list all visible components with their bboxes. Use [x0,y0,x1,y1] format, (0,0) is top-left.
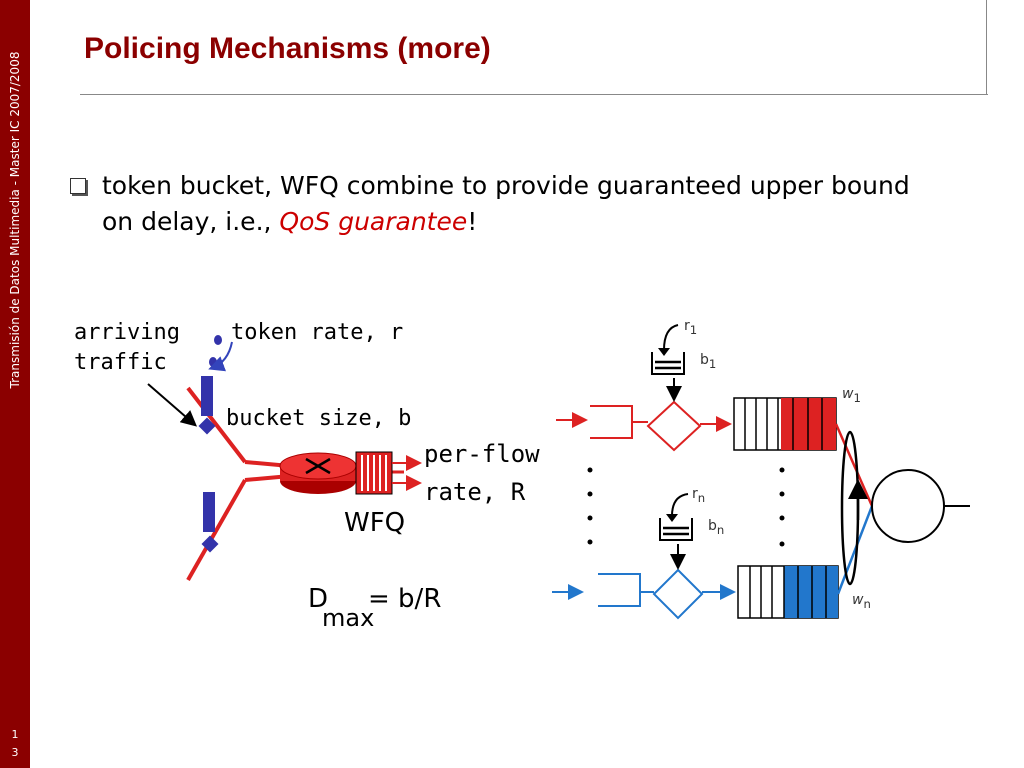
right-wfq-diagram [552,324,970,620]
rn-label: rn [692,486,705,505]
page-number-digit-2: 3 [11,746,19,759]
sidebar: Transmisión de Datos Multimedia - Master… [0,0,30,768]
flow1-input-buffer-icon [590,405,633,439]
token-arrowhead-r1-icon [658,348,670,356]
b1-subscript: 1 [708,356,717,371]
w1-letter: w [842,386,854,402]
token-arrowhead-rn-icon [666,514,678,522]
rate-R-label: rate, R [424,478,526,506]
r1-subscript: 1 [689,322,698,337]
token-arrow-r1-icon [663,324,679,351]
bullet-text-end: ! [467,207,478,236]
title-divider [80,94,988,95]
flown-regulator-diamond-icon [652,568,704,620]
wfq-queue-slots [361,455,387,491]
queuen-fill [784,566,838,618]
arriving-traffic-arrow-icon [147,383,198,427]
bn-label: bn [708,518,724,537]
w1-label: w1 [842,386,861,405]
flows-ellipsis-dots [587,467,593,545]
router-cross-icon [305,457,331,475]
bucket1-icon [651,352,685,375]
upper-regulator-diamond-icon [198,417,216,435]
wn-subscript: n [863,596,871,611]
queue1-slots [744,398,823,450]
lower-traffic-line [186,479,247,581]
wfq-label: WFQ [344,508,406,538]
bullet-text: token bucket, WFQ combine to provide gua… [102,168,942,240]
rn-subscript: n [697,490,706,505]
flow1-regulator-diamond-icon [646,400,702,452]
w1-subscript: 1 [853,390,861,405]
token-icon [214,335,222,345]
token-rate-label: token rate, r [231,320,404,345]
page-number-digit-1: 1 [11,728,19,741]
server-icon [871,469,945,543]
arriving-traffic-line2: traffic [74,350,167,375]
arriving-traffic-line1: arriving [74,320,180,345]
qos-guarantee-emphasis: QoS guarantee [279,207,468,236]
token-arrow-rn-icon [671,493,689,517]
left-token-bucket-diagram [147,335,422,581]
arriving-traffic-label: arriving traffic [74,318,180,378]
queues-ellipsis-dots [779,467,785,547]
per-flow-label: per-flow [424,440,540,468]
lower-token-bucket-icon [203,492,215,532]
upper-token-bucket-icon [201,376,213,416]
upper-traffic-line [186,386,247,464]
title-frame-edge [986,0,987,95]
bn-subscript: n [716,522,725,537]
slide-title: Policing Mechanisms (more) [84,32,491,65]
bullet-checkbox-icon [70,178,86,194]
r1-label: r1 [684,318,697,337]
dmax-formula: = b/R [368,584,442,614]
b1-letter: b [700,352,709,368]
r1-letter: r [684,318,690,334]
lower-regulator-diamond-icon [201,535,219,553]
b1-label: b1 [700,352,716,371]
bullet-text-main: token bucket, WFQ combine to provide gua… [102,171,910,236]
dmax-d: D [308,584,329,614]
bn-letter: b [708,518,717,534]
queuen-slots [749,566,827,618]
wn-letter: w [852,592,864,608]
dmax-subscript: max [322,604,375,632]
flown-input-buffer-icon [598,573,641,607]
token-arrow-icon [208,341,233,372]
rn-letter: r [692,486,698,502]
wn-label: wn [852,592,871,611]
bucket-size-label: bucket size, b [226,406,412,431]
queuen-output-line [836,505,874,595]
bucketn-icon [659,518,693,541]
